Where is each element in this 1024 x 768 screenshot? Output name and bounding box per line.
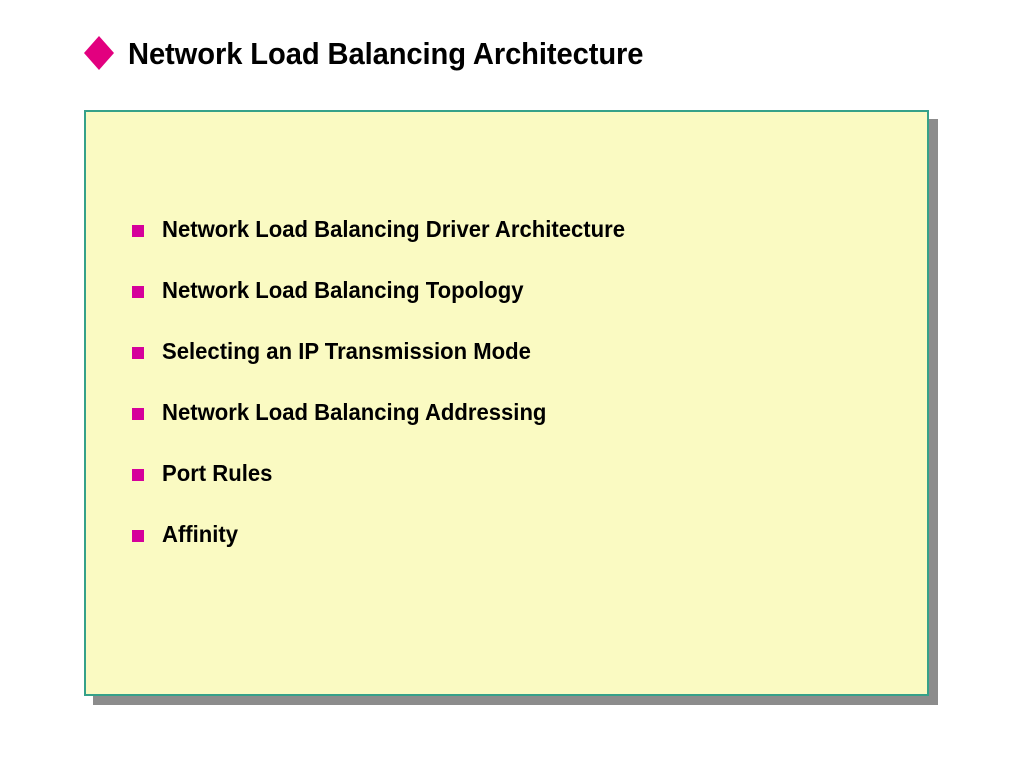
square-bullet-icon — [132, 347, 144, 359]
list-item[interactable]: Network Load Balancing Driver Architectu… — [132, 216, 917, 277]
square-bullet-icon — [132, 530, 144, 542]
list-item[interactable]: Network Load Balancing Addressing — [132, 399, 917, 460]
list-item[interactable]: Selecting an IP Transmission Mode — [132, 338, 917, 399]
diamond-bullet-icon — [84, 36, 114, 70]
list-item[interactable]: Port Rules — [132, 460, 917, 521]
square-bullet-icon — [132, 225, 144, 237]
square-bullet-icon — [132, 408, 144, 420]
list-item-label: Network Load Balancing Topology — [162, 277, 524, 303]
list-item[interactable]: Affinity — [132, 521, 917, 582]
list-item-label: Affinity — [162, 521, 239, 547]
list-item-label: Selecting an IP Transmission Mode — [162, 338, 531, 364]
slide-title-row: Network Load Balancing Architecture — [84, 36, 676, 70]
bullet-list: Network Load Balancing Driver Architectu… — [132, 216, 917, 582]
list-item-label: Network Load Balancing Driver Architectu… — [162, 216, 625, 242]
list-item[interactable]: Network Load Balancing Topology — [132, 277, 917, 338]
page-title: Network Load Balancing Architecture — [128, 35, 644, 71]
content-panel: Network Load Balancing Driver Architectu… — [84, 110, 929, 696]
square-bullet-icon — [132, 286, 144, 298]
list-item-label: Network Load Balancing Addressing — [162, 399, 547, 425]
square-bullet-icon — [132, 469, 144, 481]
list-item-label: Port Rules — [162, 460, 273, 486]
